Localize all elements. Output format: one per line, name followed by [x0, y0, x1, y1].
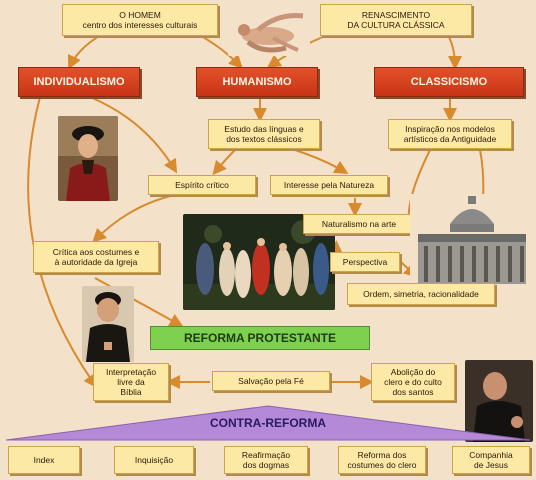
reafirmacao-label: Reafirmação dos dogmas [241, 450, 291, 470]
ordem-label: Ordem, simetria, racionalidade [363, 289, 479, 299]
espirito-label: Espírito crítico [175, 180, 229, 190]
interesse-box: Interesse pela Natureza [270, 175, 388, 195]
salvacao-label: Salvação pela Fé [238, 376, 304, 386]
reafirmacao-box: Reafirmação dos dogmas [224, 446, 308, 474]
companhia-box: Companhia de Jesus [452, 446, 530, 474]
reforma-costumes-box: Reforma dos costumes do clero [338, 446, 426, 474]
salvacao-box: Salvação pela Fé [212, 371, 330, 391]
index-label: Index [33, 455, 55, 465]
portrait-raphael-image [58, 116, 118, 201]
reforma-costumes-label: Reforma dos costumes do clero [347, 450, 417, 470]
inspiracao-label: Inspiração nos modelos artísticos da Ant… [403, 124, 497, 144]
espirito-box: Espírito crítico [148, 175, 256, 195]
naturalismo-box: Naturalismo na arte [303, 214, 415, 234]
individualismo-label: INDIVIDUALISMO [33, 76, 125, 88]
inquisicao-box: Inquisição [114, 446, 194, 474]
contra-reforma-triangle [5, 405, 531, 441]
renascimento-box: RENASCIMENTO DA CULTURA CLÁSSICA [320, 4, 472, 36]
st-peters-basilica-image [410, 194, 534, 284]
portrait-luther-image [82, 286, 134, 362]
classicismo-label: CLASSICISMO [410, 76, 488, 88]
abolicao-box: Abolição do clero e do culto dos santos [371, 363, 455, 401]
interpretacao-label: Interpretação livre da Bíblia [105, 367, 157, 397]
homem-box: O HOMEM centro dos interesses culturais [62, 4, 218, 36]
interesse-label: Interesse pela Natureza [283, 180, 375, 190]
critica-label: Crítica aos costumes e à autoridade da I… [52, 247, 140, 267]
interpretacao-box: Interpretação livre da Bíblia [93, 363, 169, 401]
estudo-box: Estudo das línguas e dos textos clássico… [208, 119, 320, 149]
inquisicao-label: Inquisição [134, 455, 174, 465]
classicismo-box: CLASSICISMO [374, 67, 524, 97]
perspectiva-box: Perspectiva [330, 252, 400, 272]
homem-label: O HOMEM centro dos interesses culturais [82, 10, 198, 30]
humanismo-label: HUMANISMO [222, 76, 292, 88]
index-box: Index [8, 446, 80, 474]
michelangelo-figure-image [228, 8, 310, 56]
reforma-protestante-box: REFORMA PROTESTANTE [150, 326, 370, 350]
portrait-jesuit-image [465, 360, 533, 442]
companhia-label: Companhia de Jesus [469, 450, 513, 470]
humanismo-box: HUMANISMO [196, 67, 318, 97]
renascimento-label: RENASCIMENTO DA CULTURA CLÁSSICA [347, 10, 445, 30]
contra-reforma-label: CONTRA-REFORMA [210, 416, 326, 430]
inspiracao-box: Inspiração nos modelos artísticos da Ant… [388, 119, 512, 149]
perspectiva-label: Perspectiva [342, 257, 388, 267]
reforma-protestante-label: REFORMA PROTESTANTE [184, 331, 336, 345]
individualismo-box: INDIVIDUALISMO [18, 67, 140, 97]
ordem-box: Ordem, simetria, racionalidade [347, 283, 495, 305]
abolicao-label: Abolição do clero e do culto dos santos [384, 367, 442, 397]
estudo-label: Estudo das línguas e dos textos clássico… [224, 124, 304, 144]
naturalismo-label: Naturalismo na arte [321, 219, 397, 229]
critica-box: Crítica aos costumes e à autoridade da I… [33, 241, 159, 273]
